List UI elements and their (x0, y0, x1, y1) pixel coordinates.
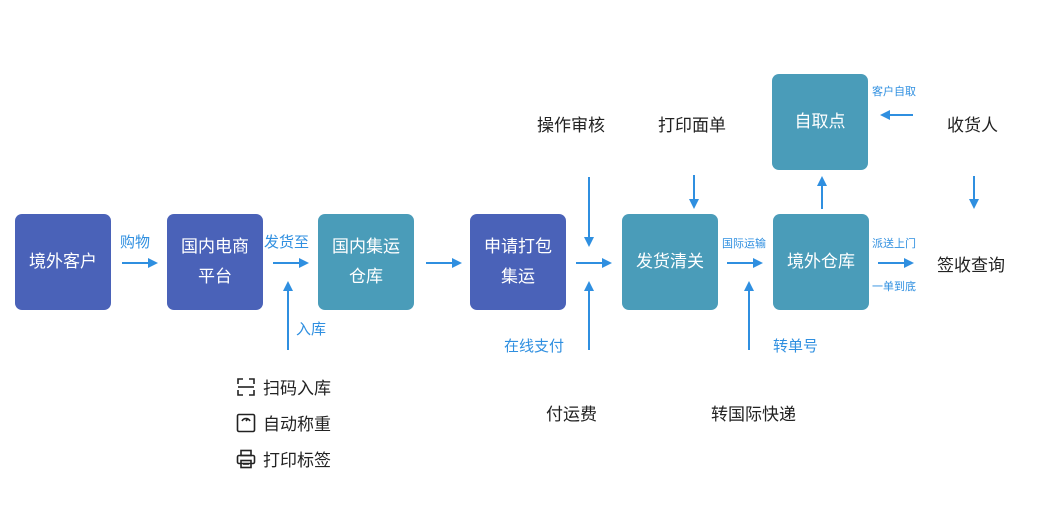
label-intl-transport: 国际运输 (722, 237, 766, 250)
box-domestic-warehouse: 国内集运 仓库 (318, 214, 414, 310)
tool-auto-weigh-label: 自动称重 (263, 415, 331, 435)
label-online-pay: 在线支付 (504, 337, 565, 355)
box-overseas-warehouse: 境外仓库 (773, 214, 869, 310)
label-ship-to: 发货至 (264, 233, 310, 251)
tool-scan-inbound: 扫码入库 (235, 374, 331, 399)
node-review: 操作审核 (537, 116, 605, 136)
label-purchase: 购物 (120, 233, 151, 251)
node-pay-freight: 付运费 (546, 405, 597, 425)
label-door-delivery: 派送上门 (872, 237, 916, 250)
scale-icon (236, 413, 256, 432)
box-overseas-customer: 境外客户 (15, 214, 111, 310)
node-intl-express: 转国际快递 (711, 405, 796, 425)
box-ship-customs: 发货清关 (622, 214, 718, 310)
tool-scan-inbound-label: 扫码入库 (263, 379, 331, 399)
printer-icon (236, 449, 256, 468)
scan-icon (237, 377, 255, 396)
box-domestic-platform: 国内电商 平台 (167, 214, 263, 310)
label-transfer-no: 转单号 (773, 337, 819, 355)
node-receiver: 收货人 (947, 116, 998, 136)
label-customer-pickup: 客户自取 (872, 85, 916, 98)
tool-auto-weigh: 自动称重 (235, 410, 331, 435)
tool-print-label: 打印标签 (235, 446, 331, 471)
node-sign-query: 签收查询 (937, 256, 1005, 276)
box-pickup-point: 自取点 (772, 74, 868, 170)
node-print-waybill: 打印面单 (658, 116, 726, 136)
label-one-waybill: 一单到底 (872, 280, 916, 293)
tool-print-label-label: 打印标签 (263, 451, 331, 471)
label-inbound: 入库 (296, 320, 327, 338)
box-apply-pack: 申请打包 集运 (470, 214, 566, 310)
